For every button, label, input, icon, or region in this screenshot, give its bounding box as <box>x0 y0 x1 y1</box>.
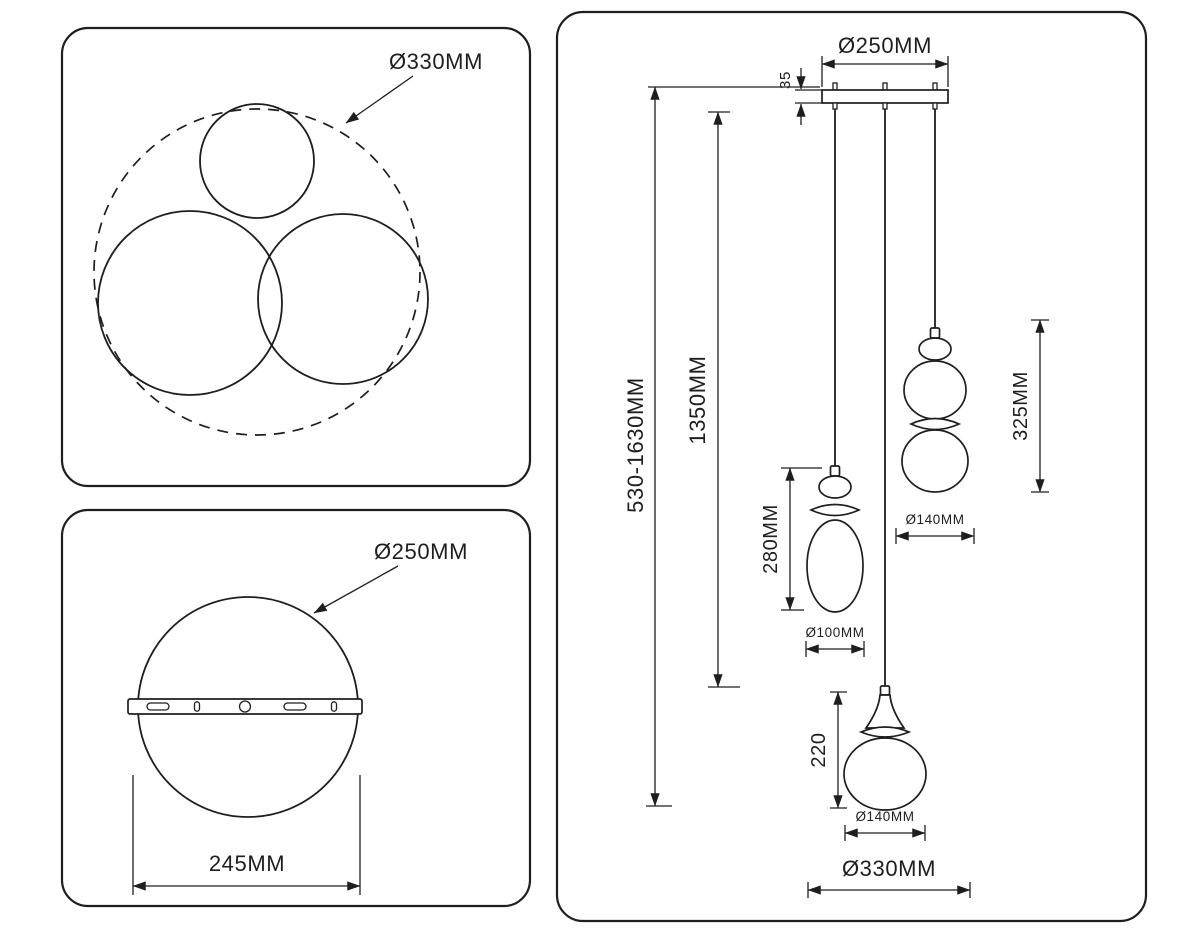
overall-diameter-label: Ø330MM <box>842 856 936 881</box>
canopy-diameter-label: Ø250MM <box>374 539 468 564</box>
panel-front-view-border <box>555 10 1148 923</box>
canopy-stub-top-right <box>932 82 938 91</box>
canopy-height-label: 35 <box>777 71 794 89</box>
right-lamp <box>901 327 969 493</box>
panel-top-view-border <box>60 26 532 488</box>
right-lamp-diameter-label: Ø140MM <box>905 512 964 527</box>
bottom-lamp-neck <box>864 694 906 729</box>
mounting-hole-left <box>193 701 201 712</box>
bottom-lamp-diameter-label: Ø140MM <box>855 809 914 824</box>
bottom-lamp-body <box>843 737 927 811</box>
bottom-lamp-socket <box>879 685 891 696</box>
overall-diameter-dashed-circle <box>93 108 421 436</box>
left-lamp-body <box>806 519 864 613</box>
right-lamp-socket <box>929 327 941 339</box>
top-view-diameter-label: Ø330MM <box>389 49 483 74</box>
right-lamp-knob <box>918 337 952 361</box>
right-shade-circle <box>257 213 429 385</box>
cord-grip-center <box>882 102 888 110</box>
front-canopy-diameter-label: Ø250MM <box>838 33 932 58</box>
canopy-leader-arrow <box>313 565 399 614</box>
left-lamp-knob <box>818 475 852 499</box>
right-lamp-lower-bulb <box>901 429 969 493</box>
mounting-slot-right <box>283 702 307 711</box>
top-view-leader-arrow <box>345 75 414 124</box>
left-lamp-flange <box>808 503 862 517</box>
overall-height-label: 530-1630MM <box>623 377 648 513</box>
canopy-stub-top-left <box>832 82 838 91</box>
bottom-lamp <box>843 685 927 811</box>
bottom-lamp-flange <box>858 726 912 738</box>
canopy-stub-top-center <box>882 82 888 91</box>
left-lamp-height-label: 280MM <box>760 504 782 574</box>
mounting-hole-right <box>330 701 338 712</box>
mounting-slot-left <box>146 702 170 711</box>
panel-canopy-view: Ø250MM 245MM <box>60 508 532 908</box>
panel-front-view: Ø250MM 35 530-1630MM 1350MM 280MM Ø100 <box>555 10 1148 923</box>
right-lamp-height-label: 325MM <box>1010 371 1032 441</box>
left-shade-circle <box>97 210 283 396</box>
left-lamp <box>806 465 864 613</box>
ceiling-plate <box>821 89 949 104</box>
bottom-lamp-height-label: 220 <box>808 732 830 767</box>
left-lamp-socket <box>829 465 841 477</box>
right-lamp-flange <box>908 417 962 431</box>
top-shade-circle <box>199 103 315 219</box>
mounting-width-label: 245MM <box>209 851 285 876</box>
drop-height-label: 1350MM <box>685 355 710 444</box>
center-cable-hole <box>238 700 252 713</box>
right-lamp-upper-bulb <box>903 360 967 420</box>
cord-grip-left <box>832 102 838 110</box>
left-lamp-diameter-label: Ø100MM <box>805 625 864 640</box>
cord-grip-right <box>932 102 938 110</box>
panel-top-view: Ø330MM <box>60 26 532 488</box>
